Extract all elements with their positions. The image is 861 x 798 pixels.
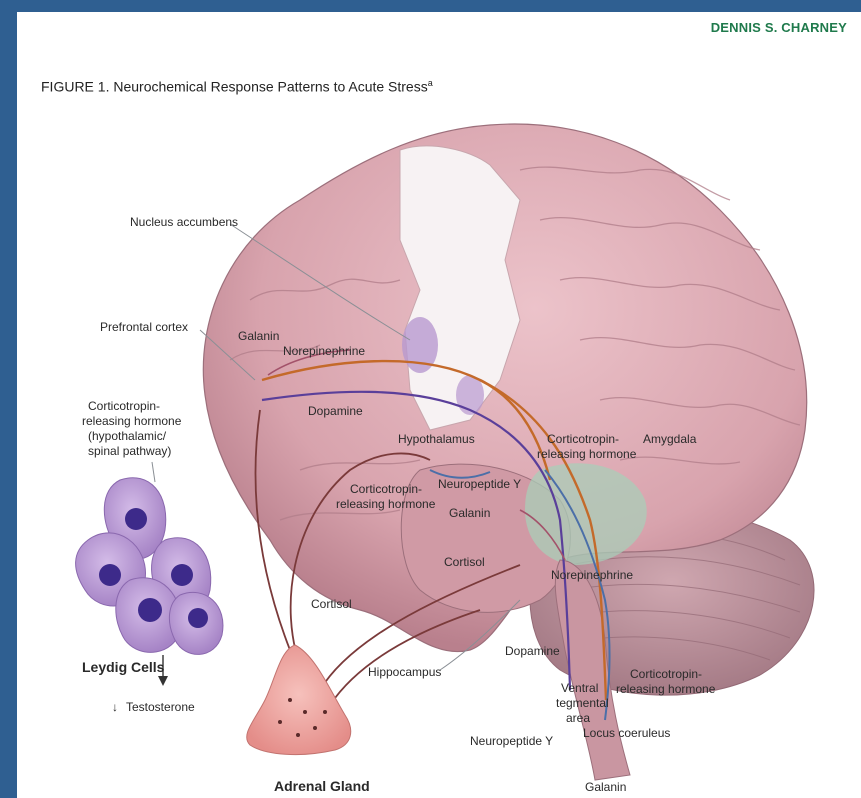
testosterone-arrowhead (158, 676, 168, 686)
label-crh-spinal-3: (hypothalamic/ (88, 429, 167, 443)
label-neuropeptide-y-mid: Neuropeptide Y (438, 477, 521, 491)
leydig-nucleus (138, 598, 162, 622)
label-crh-hypothalamus-2: releasing hormone (336, 497, 436, 511)
label-crh-spinal-1: Corticotropin- (88, 399, 160, 413)
label-galanin-mid: Galanin (449, 506, 490, 520)
label-cortisol-left: Cortisol (311, 597, 352, 611)
label-adrenal-gland: Adrenal Gland (274, 778, 370, 794)
label-hippocampus: Hippocampus (368, 665, 441, 679)
label-nucleus-accumbens: Nucleus accumbens (130, 215, 238, 229)
leydig-nucleus (188, 608, 208, 628)
label-neuropeptide-y-low: Neuropeptide Y (470, 734, 553, 748)
label-amygdala: Amygdala (643, 432, 697, 446)
label-locus-coeruleus: Locus coeruleus (583, 726, 670, 740)
label-galanin-top: Galanin (238, 329, 279, 343)
leydig-nucleus (99, 564, 121, 586)
label-vta-2: tegmental (556, 696, 609, 710)
leydig-nucleus (171, 564, 193, 586)
label-norepinephrine-top: Norepinephrine (283, 344, 365, 358)
adrenal-gland (247, 645, 351, 755)
label-down-arrow: ↓ (112, 700, 118, 714)
label-galanin-bottom: Galanin (585, 780, 626, 794)
label-crh-spinal-4: spinal pathway) (88, 444, 171, 458)
label-leydig-cells: Leydig Cells (82, 659, 165, 675)
label-hypothalamus: Hypothalamus (398, 432, 475, 446)
label-crh-lc-1: Corticotropin- (630, 667, 702, 681)
label-crh-spinal-2: releasing hormone (82, 414, 182, 428)
label-crh-amygdala-2: releasing hormone (537, 447, 637, 461)
label-crh-lc-2: releasing hormone (616, 682, 716, 696)
label-dopamine-top: Dopamine (308, 404, 363, 418)
label-dopamine-low: Dopamine (505, 644, 560, 658)
label-norepinephrine-low: Norepinephrine (551, 568, 633, 582)
label-prefrontal-cortex: Prefrontal cortex (100, 320, 188, 334)
label-testosterone: Testosterone (126, 700, 195, 714)
leydig-nucleus (125, 508, 147, 530)
label-vta-1: Ventral (561, 681, 598, 695)
leydig-cells (76, 478, 223, 655)
label-crh-hypothalamus-1: Corticotropin- (350, 482, 422, 496)
label-cortisol-mid: Cortisol (444, 555, 485, 569)
label-vta-3: area (566, 711, 590, 725)
label-crh-amygdala-1: Corticotropin- (547, 432, 619, 446)
